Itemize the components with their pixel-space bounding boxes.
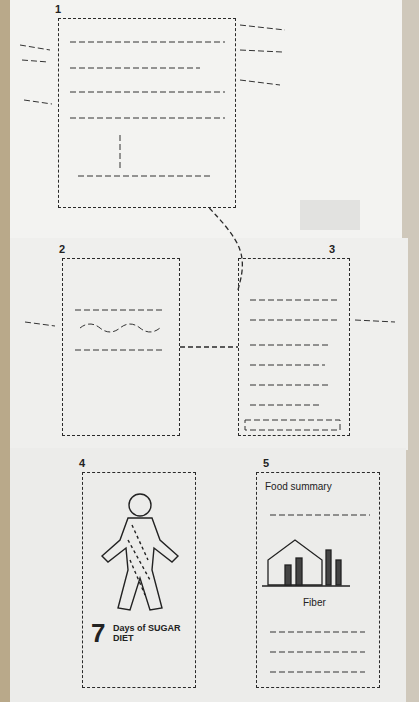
- paper-sheet: [10, 238, 408, 450]
- screen-number: 5: [263, 457, 269, 470]
- screen-number: 1: [55, 3, 61, 16]
- paper-sheet: [10, 0, 402, 240]
- screen-panel: 47Days of SUGAR DIET: [82, 472, 196, 688]
- screen-panel: 1: [58, 18, 236, 208]
- sketch-lines: [20, 25, 395, 672]
- screen-panel: 3: [238, 258, 350, 436]
- flow-connector: [180, 346, 238, 347]
- paper-sheet: [10, 448, 406, 702]
- screen-text: Days of SUGAR DIET: [113, 623, 189, 644]
- screen-number: 2: [59, 243, 65, 256]
- tape: [300, 200, 360, 230]
- screen-number: 3: [329, 243, 335, 256]
- person-figure: [102, 494, 178, 610]
- screen-panel: 2: [62, 258, 180, 436]
- chart-sketch: [262, 540, 350, 586]
- screen-text: Food summary: [265, 481, 373, 493]
- screen-text: 7: [91, 619, 105, 649]
- screen-number: 4: [79, 457, 85, 470]
- screen-text: Fiber: [303, 597, 326, 609]
- screen-panel: 5Food summaryFiber: [256, 472, 380, 688]
